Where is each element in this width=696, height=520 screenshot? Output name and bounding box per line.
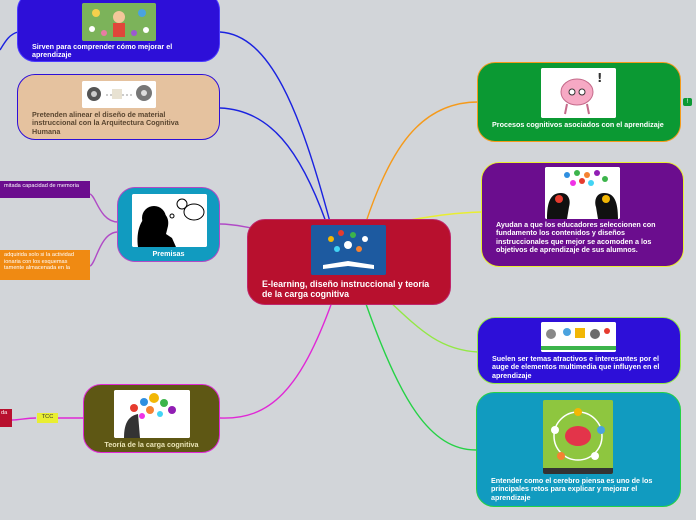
node-premisas-text: Premisas [152,249,185,258]
node-premisas[interactable]: Premisas [117,187,220,262]
link-sirven-offscreen [0,31,19,51]
thinking-person-image [132,194,207,247]
link-central-entender [365,303,477,451]
link-premisas-actividad [89,231,119,267]
link-central-ayudan [409,211,482,221]
node-pretenden-text: Pretenden alinear el diseño de material … [32,110,179,136]
link-central-suelen [387,299,479,353]
node-procesos-badge[interactable]: ! [683,98,692,106]
brain-character-image: ! [541,68,616,118]
link-central-teoria [219,301,333,419]
svg-text:!: ! [597,71,602,85]
multimedia-image [541,322,616,352]
link-central-sirven [219,31,331,223]
learning-illustration-image [82,3,156,41]
leaf-da[interactable]: da [0,409,12,427]
leaf-actividad[interactable]: adquirida solo si la actividad ionaria c… [0,250,90,280]
node-suelen[interactable]: Suelen ser temas atractivos e interesant… [477,317,681,384]
node-entender-text: Entender como el cerebro piensa es uno d… [491,476,653,502]
node-teoria[interactable]: Teoría de la carga cognitiva [83,384,220,453]
leaf-actividad-line-1: adquirida solo si la actividad [4,252,74,258]
node-pretenden[interactable]: Pretenden alinear el diseño de material … [17,74,220,140]
link-tcc-da [11,417,37,421]
central-topic-text: E-learning, diseño instruccional y teorí… [262,279,430,300]
leaf-tcc[interactable]: TCC [37,413,58,423]
node-procesos[interactable]: ! Procesos cognitivos asociados con el a… [477,62,681,142]
leaf-actividad-line-3: tamente almacenada en la [4,265,70,272]
link-central-premisas [219,223,253,229]
node-suelen-text: Suelen ser temas atractivos e interesant… [492,354,660,380]
node-sirven-text: Sirven para comprender cómo mejorar el a… [32,42,173,60]
node-sirven[interactable]: Sirven para comprender cómo mejorar el a… [17,0,220,62]
leaf-memoria[interactable]: mitada capacidad de memoria [0,181,90,198]
central-topic[interactable]: E-learning, diseño instruccional y teorí… [247,219,451,305]
node-ayudan-text: Ayudan a que los educadores seleccionen … [496,220,656,254]
cognitive-architecture-image [82,81,156,108]
link-premisas-memoria [89,193,119,223]
node-teoria-text: Teoría de la carga cognitiva [104,440,199,449]
leaf-actividad-line-2: ionaria con los esquemas [4,258,68,265]
two-heads-image [545,167,620,219]
link-central-procesos [365,101,479,223]
node-procesos-text: Procesos cognitivos asociados con el apr… [492,120,664,129]
brain-shapes-image [114,390,190,438]
link-central-pretenden [219,107,327,223]
node-entender[interactable]: Entender como el cerebro piensa es uno d… [476,392,681,507]
open-book-elearning-image [311,225,386,275]
node-ayudan[interactable]: Ayudan a que los educadores seleccionen … [481,162,684,267]
brain-cycle-image [543,400,613,474]
